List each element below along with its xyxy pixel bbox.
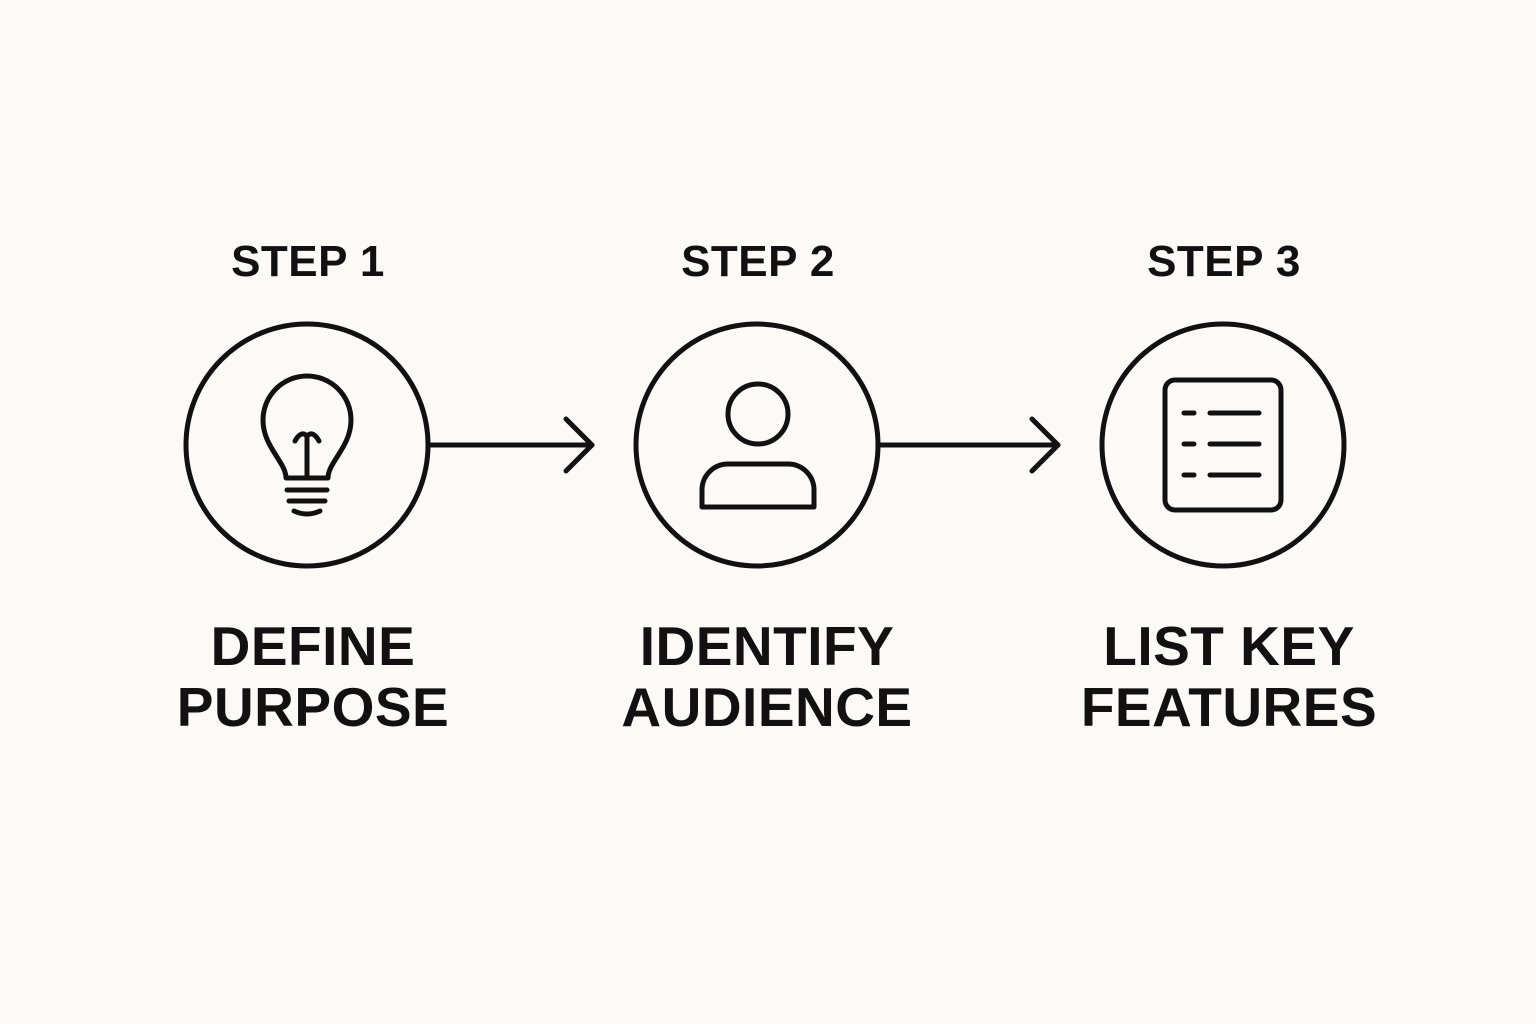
step-2-title: IDENTIFY AUDIENCE — [587, 616, 947, 738]
step-3-title-line-1: LIST KEY — [1103, 615, 1355, 677]
person-icon — [699, 381, 817, 510]
step-3-label: STEP 3 — [1147, 237, 1301, 286]
step-1-title: DEFINE PURPOSE — [133, 616, 493, 738]
step-1-title-line-2: PURPOSE — [176, 676, 450, 738]
step-3-circle — [1099, 321, 1347, 569]
arrow-2-icon — [875, 416, 1061, 474]
step-2-title-line-2: AUDIENCE — [621, 676, 913, 738]
arrow-1-icon — [426, 416, 595, 474]
step-2-label: STEP 2 — [681, 237, 835, 286]
step-2-title-line-1: IDENTIFY — [639, 615, 895, 677]
step-3-title-line-2: FEATURES — [1080, 676, 1378, 738]
list-document-icon — [1162, 377, 1284, 513]
step-3-title: LIST KEY FEATURES — [1049, 616, 1409, 738]
lightbulb-icon — [260, 373, 354, 517]
step-1-label: STEP 1 — [231, 237, 385, 286]
step-1-title-line-1: DEFINE — [210, 615, 416, 677]
